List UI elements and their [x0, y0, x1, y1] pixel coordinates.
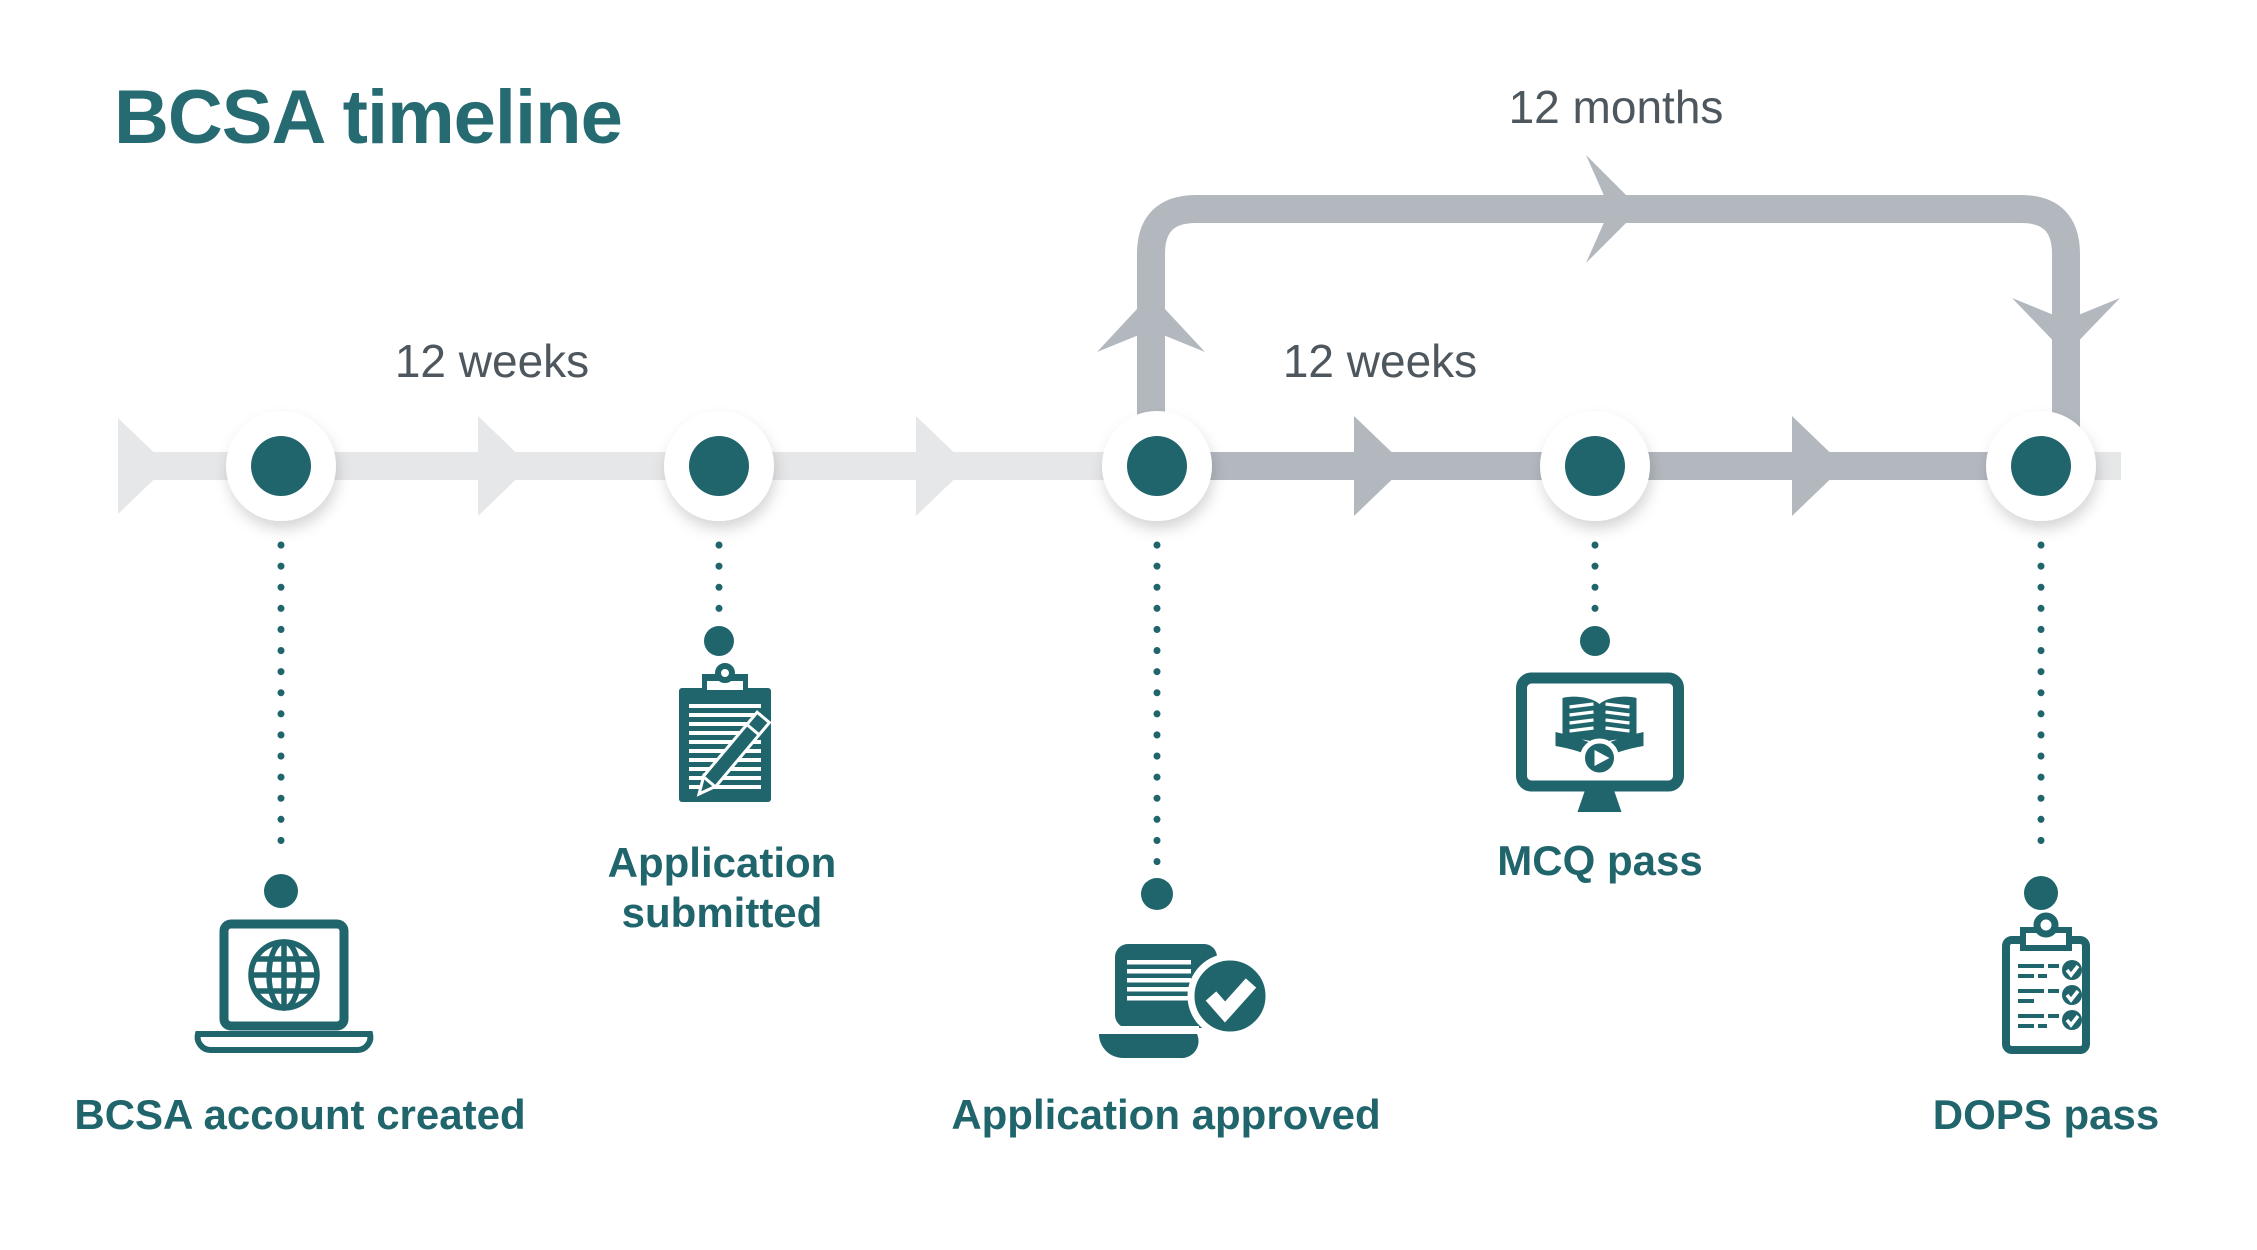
laptop-globe-icon [174, 916, 394, 1081]
timeline-node-inner-3 [1127, 436, 1187, 496]
timeline-node-inner-1 [251, 436, 311, 496]
loop-right-arrowhead-icon [1586, 155, 1640, 263]
loop-path [1137, 195, 2080, 478]
timeline-start-arrow-icon [118, 418, 168, 514]
clipboard-pencil-icon [649, 662, 799, 815]
milestone-label-application-approved: Application approved [951, 1091, 1381, 1138]
connector-end-dot-4 [1580, 626, 1610, 656]
timeline-node-inner-4 [1565, 436, 1625, 496]
track-arrowhead-icon-3 [1354, 416, 1406, 516]
timeline-node-inner-2 [689, 436, 749, 496]
duration-label-12-weeks-1: 12 weeks [394, 335, 590, 387]
connector-end-dot-2 [704, 626, 734, 656]
milestone-label-mcq-pass: MCQ pass [1497, 837, 1703, 884]
track-arrowhead-icon-4 [1792, 416, 1844, 516]
page-title: BCSA timeline [114, 75, 623, 160]
loop-up-arrowhead-icon [1097, 294, 1205, 352]
clipboard-checklist-icon [1986, 912, 2106, 1085]
milestone-label-application-submitted: Application submitted [607, 839, 837, 936]
track-arrowhead-icon-1 [478, 416, 530, 516]
connector-end-dot-3 [1141, 878, 1173, 910]
milestone-label-dops-pass: DOPS pass [1932, 1091, 2160, 1138]
timeline-node-inner-5 [2011, 436, 2071, 496]
milestone-label-bcsa-account-created: BCSA account created [74, 1091, 526, 1138]
document-approved-icon [1087, 938, 1277, 1083]
duration-label-12-weeks-2: 12 weeks [1282, 335, 1478, 387]
duration-label-12-months: 12 months [1508, 81, 1724, 133]
connector-end-dot-5 [2024, 876, 2058, 910]
monitor-ebook-icon [1508, 670, 1693, 830]
connector-end-dot-1 [264, 874, 298, 908]
track-arrowhead-icon-2 [916, 416, 968, 516]
loop-down-arrowhead-icon [2012, 298, 2120, 354]
